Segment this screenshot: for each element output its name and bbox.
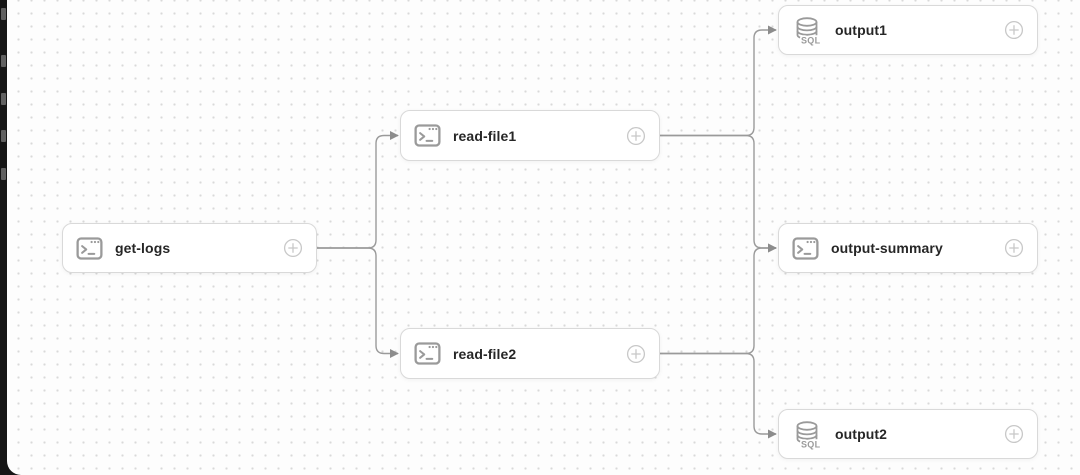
node-get-logs[interactable]: SQL get-logs — [62, 223, 317, 273]
node-label: output1 — [835, 22, 888, 38]
edges-layer — [317, 25, 777, 439]
node-output2[interactable]: SQL output2 — [778, 409, 1038, 459]
svg-text:SQL: SQL — [801, 35, 821, 45]
plus-icon — [626, 344, 646, 363]
node-output1[interactable]: SQL output1 — [778, 5, 1038, 55]
plus-icon — [1004, 20, 1024, 40]
plus-icon — [283, 238, 303, 258]
node-read-file2[interactable]: SQL read-file2 — [400, 328, 660, 379]
edge-read-file2-to-output-summary[interactable] — [660, 243, 777, 355]
edge-read-file1-to-output-summary[interactable] — [660, 134, 777, 253]
edge-get-logs-to-read-file2[interactable] — [317, 247, 399, 358]
database-sql-icon: SQL — [792, 419, 823, 450]
plus-icon — [626, 126, 646, 145]
add-connection-button[interactable] — [626, 126, 646, 146]
clipped-sidebar-icon — [1, 168, 6, 180]
terminal-icon — [414, 342, 441, 365]
plus-icon — [1004, 238, 1024, 258]
svg-text:SQL: SQL — [801, 439, 821, 449]
node-output-summary[interactable]: SQL output-summary — [778, 223, 1038, 273]
node-label: output2 — [835, 426, 888, 442]
plus-icon — [1004, 424, 1024, 444]
add-connection-button[interactable] — [1004, 238, 1024, 258]
edge-read-file2-to-output2[interactable] — [660, 352, 777, 439]
add-connection-button[interactable] — [283, 238, 303, 258]
terminal-icon — [414, 124, 441, 147]
collapsed-sidebar[interactable] — [0, 0, 7, 475]
add-connection-button[interactable] — [626, 344, 646, 364]
clipped-sidebar-icon — [1, 55, 6, 67]
workflow-canvas[interactable]: SQL get-logs — [7, 0, 1080, 475]
add-connection-button[interactable] — [1004, 20, 1024, 40]
terminal-icon — [76, 236, 103, 260]
node-label: output-summary — [831, 240, 943, 256]
node-read-file1[interactable]: SQL read-file1 — [400, 110, 660, 161]
clipped-sidebar-icon — [1, 8, 6, 20]
node-label: read-file1 — [453, 127, 517, 144]
edge-get-logs-to-read-file1[interactable] — [317, 131, 399, 249]
node-label: read-file2 — [453, 345, 517, 362]
clipped-sidebar-icon — [1, 130, 6, 142]
edge-read-file1-to-output1[interactable] — [660, 25, 777, 137]
database-sql-icon: SQL — [792, 15, 823, 46]
add-connection-button[interactable] — [1004, 424, 1024, 444]
terminal-icon — [792, 236, 819, 260]
clipped-sidebar-icon — [1, 93, 6, 105]
node-label: get-logs — [115, 240, 171, 256]
